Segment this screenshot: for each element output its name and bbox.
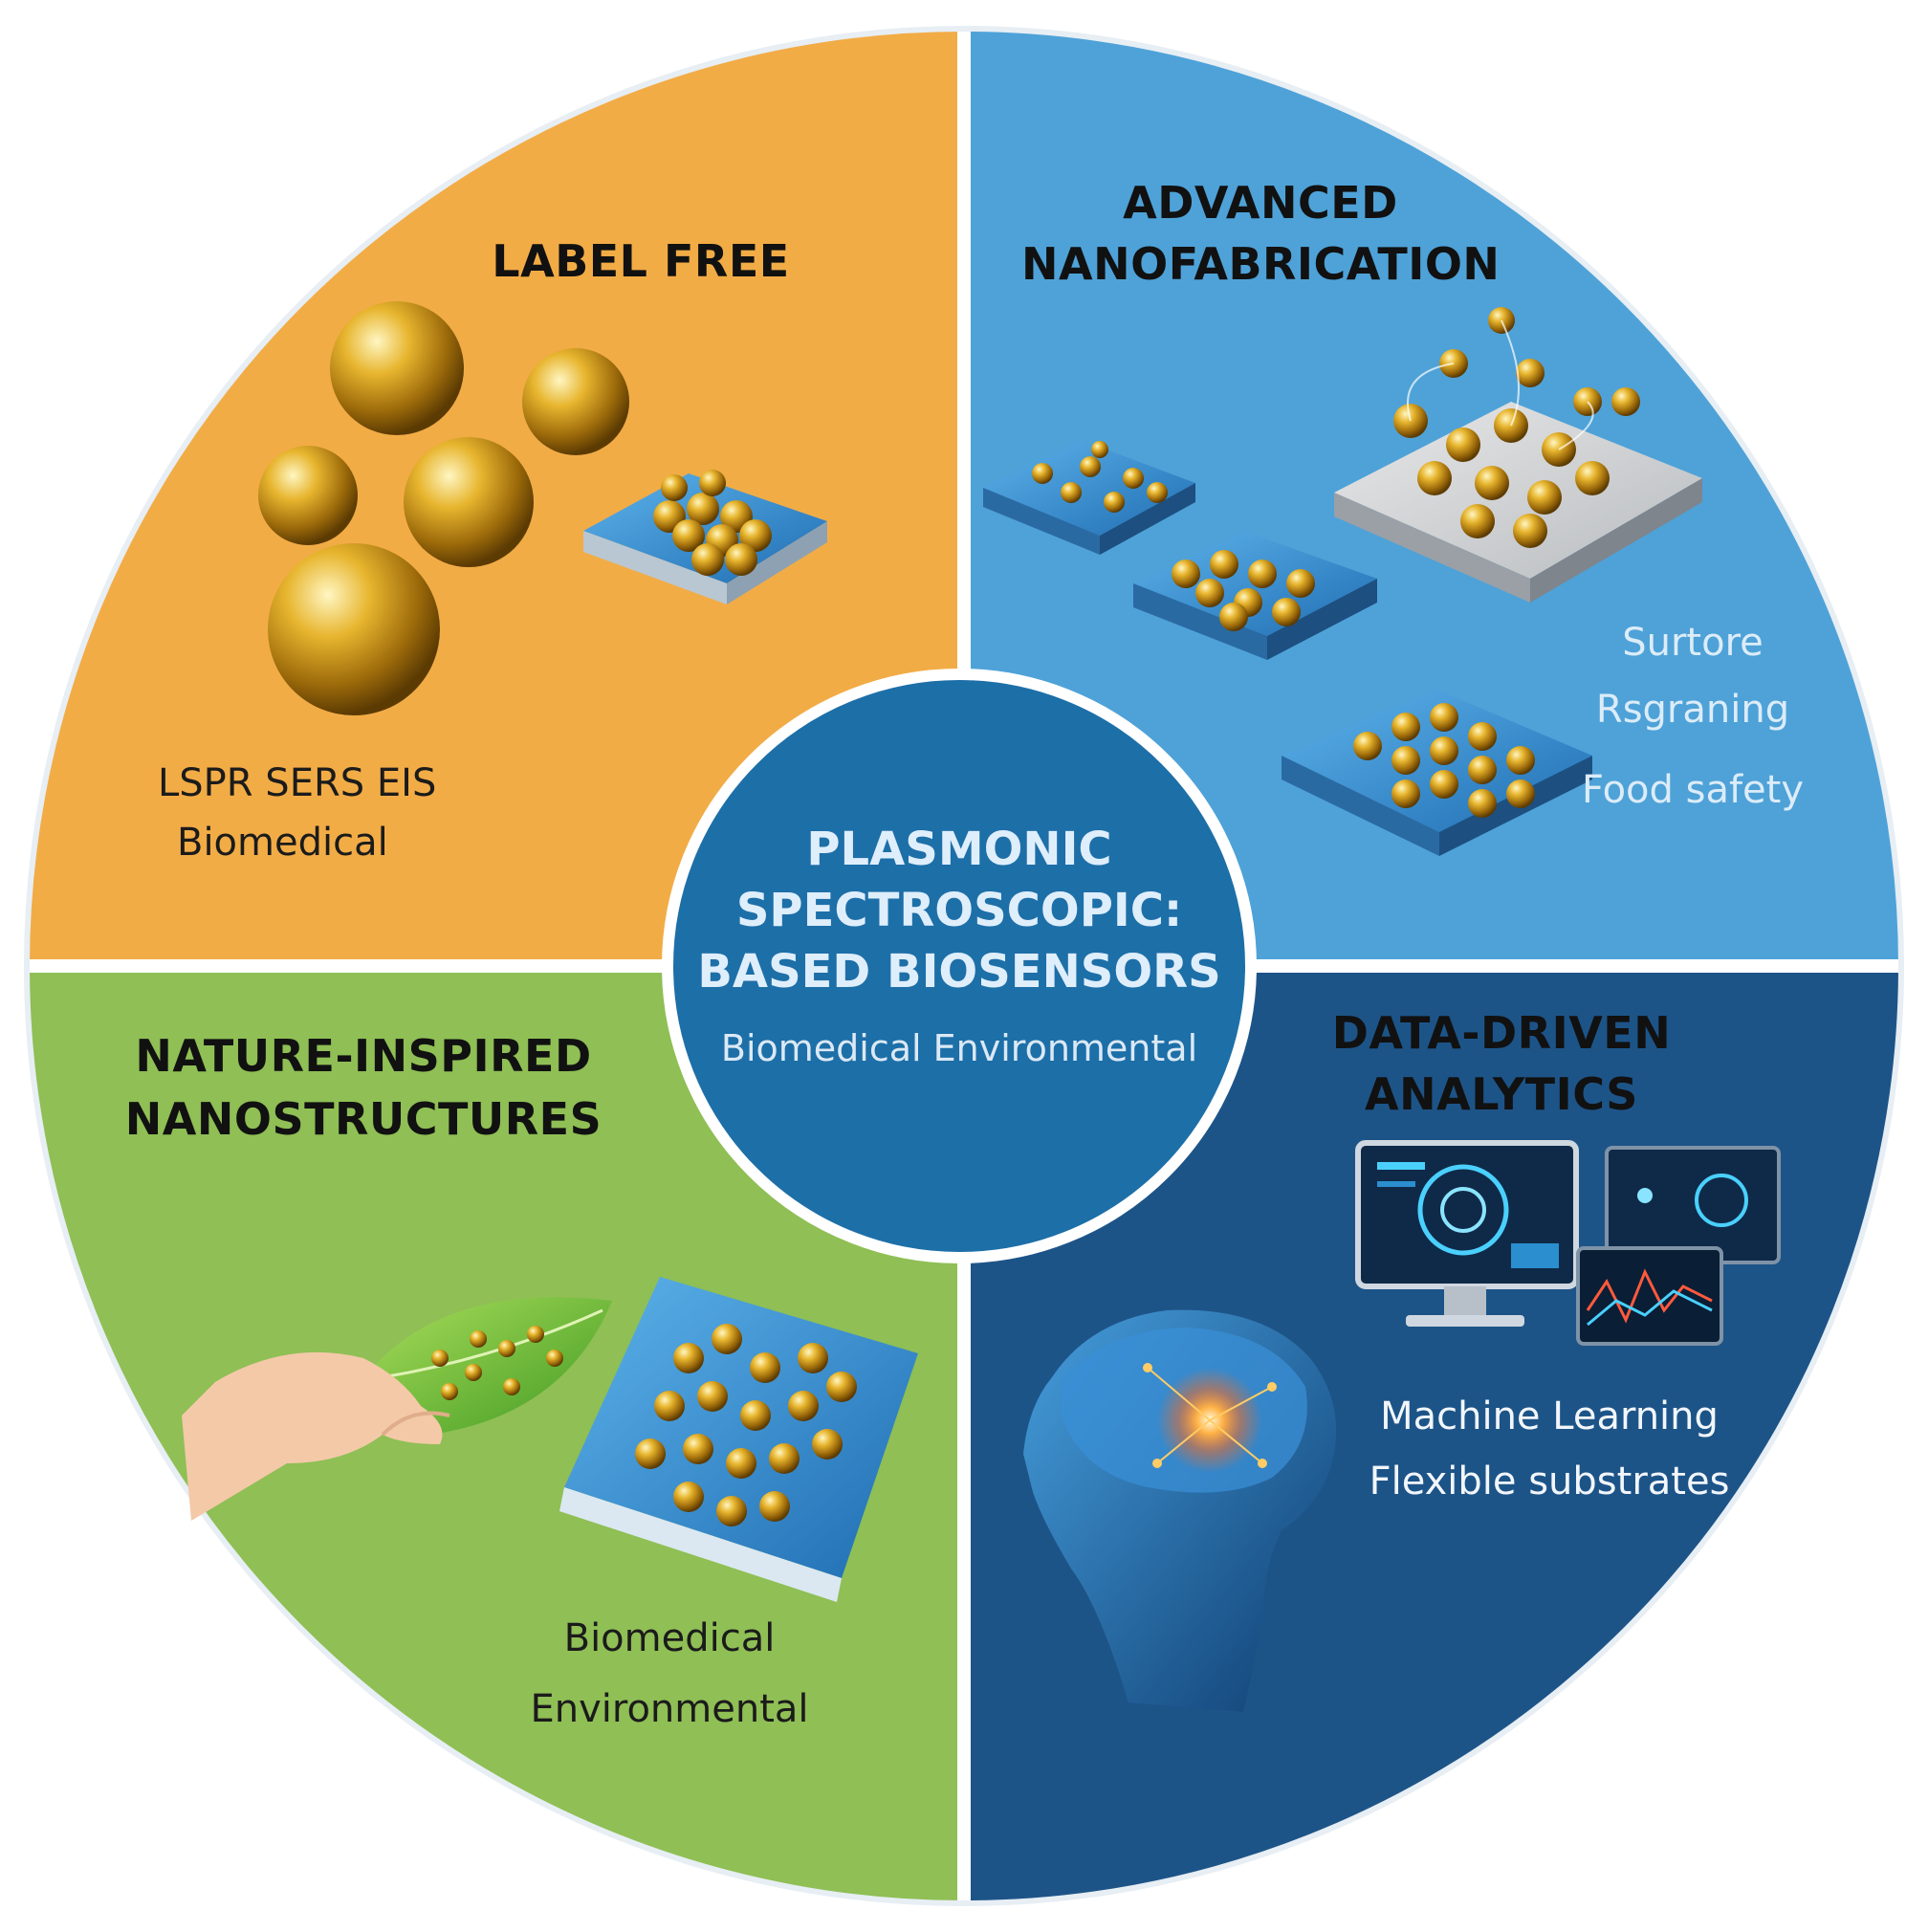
center-subtitle: Biomedical Environmental bbox=[720, 1027, 1198, 1069]
data-title-line-1: DATA-DRIVEN bbox=[1331, 1007, 1672, 1059]
nature-line-1: Biomedical bbox=[563, 1616, 776, 1660]
leaf-with-nanoparticles-icon bbox=[182, 1277, 918, 1602]
data-line-1: Machine Learning bbox=[1380, 1394, 1719, 1438]
label-free-line-2: Biomedical bbox=[177, 821, 388, 865]
center-title-line-2: SPECTROSCOPIC: bbox=[735, 884, 1183, 937]
label-free-line-1: LSPR SERS EIS bbox=[158, 761, 437, 805]
nanofab-title-line-1: ADVANCED bbox=[1123, 177, 1398, 229]
outer-ring bbox=[24, 26, 1904, 1906]
nature-line-2: Environmental bbox=[530, 1687, 809, 1731]
brain-and-monitors-icon bbox=[1023, 1140, 1781, 1712]
nanofab-line-2: Rsgraning bbox=[1595, 688, 1790, 732]
center-title-line-1: PLASMONIC bbox=[806, 823, 1112, 876]
data-title-line-2: ANALYTICS bbox=[1365, 1068, 1638, 1120]
center-circle bbox=[662, 669, 1257, 1263]
nature-title-line-2: NANOSTRUCTURES bbox=[124, 1093, 602, 1145]
gold-nanoparticles-icon bbox=[258, 301, 827, 715]
center-title-line-3: BASED BIOSENSORS bbox=[697, 945, 1221, 999]
label-free-title: LABEL FREE bbox=[492, 235, 790, 287]
nanofab-line-3: Food safety bbox=[1581, 768, 1805, 812]
data-line-2: Flexible substrates bbox=[1369, 1460, 1730, 1504]
nature-title-line-1: NATURE-INSPIRED bbox=[135, 1030, 592, 1082]
nanofab-line-1: Surtore bbox=[1622, 621, 1764, 665]
nanofab-title-line-2: NANOFABRICATION bbox=[1021, 238, 1501, 290]
nanoparticle-array-substrates-icon bbox=[983, 307, 1702, 856]
